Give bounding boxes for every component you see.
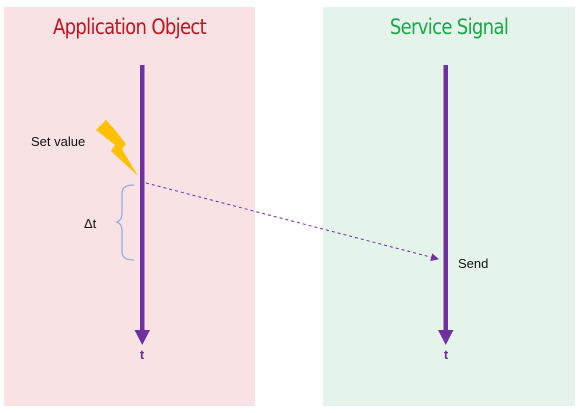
service-signal-timeline (438, 65, 454, 345)
application-object-lane: Application Object (4, 7, 255, 406)
service-signal-lane: Service Signal (323, 7, 575, 406)
service-signal-title: Service Signal (389, 15, 509, 39)
time-label-left: t (140, 347, 145, 362)
set-value-label: Set value (31, 134, 85, 149)
lightning-bolt-icon (96, 120, 138, 176)
timeline-arrowhead-right (438, 330, 454, 345)
delta-t-label: Δt (84, 216, 97, 231)
application-object-title: Application Object (52, 15, 207, 39)
send-label: Send (458, 256, 488, 271)
delta-t-bracket (115, 184, 135, 261)
dashed-send-arrow (145, 182, 439, 262)
time-label-right: t (444, 347, 449, 362)
application-object-timeline (134, 65, 150, 345)
timeline-arrowhead-left (134, 330, 150, 345)
